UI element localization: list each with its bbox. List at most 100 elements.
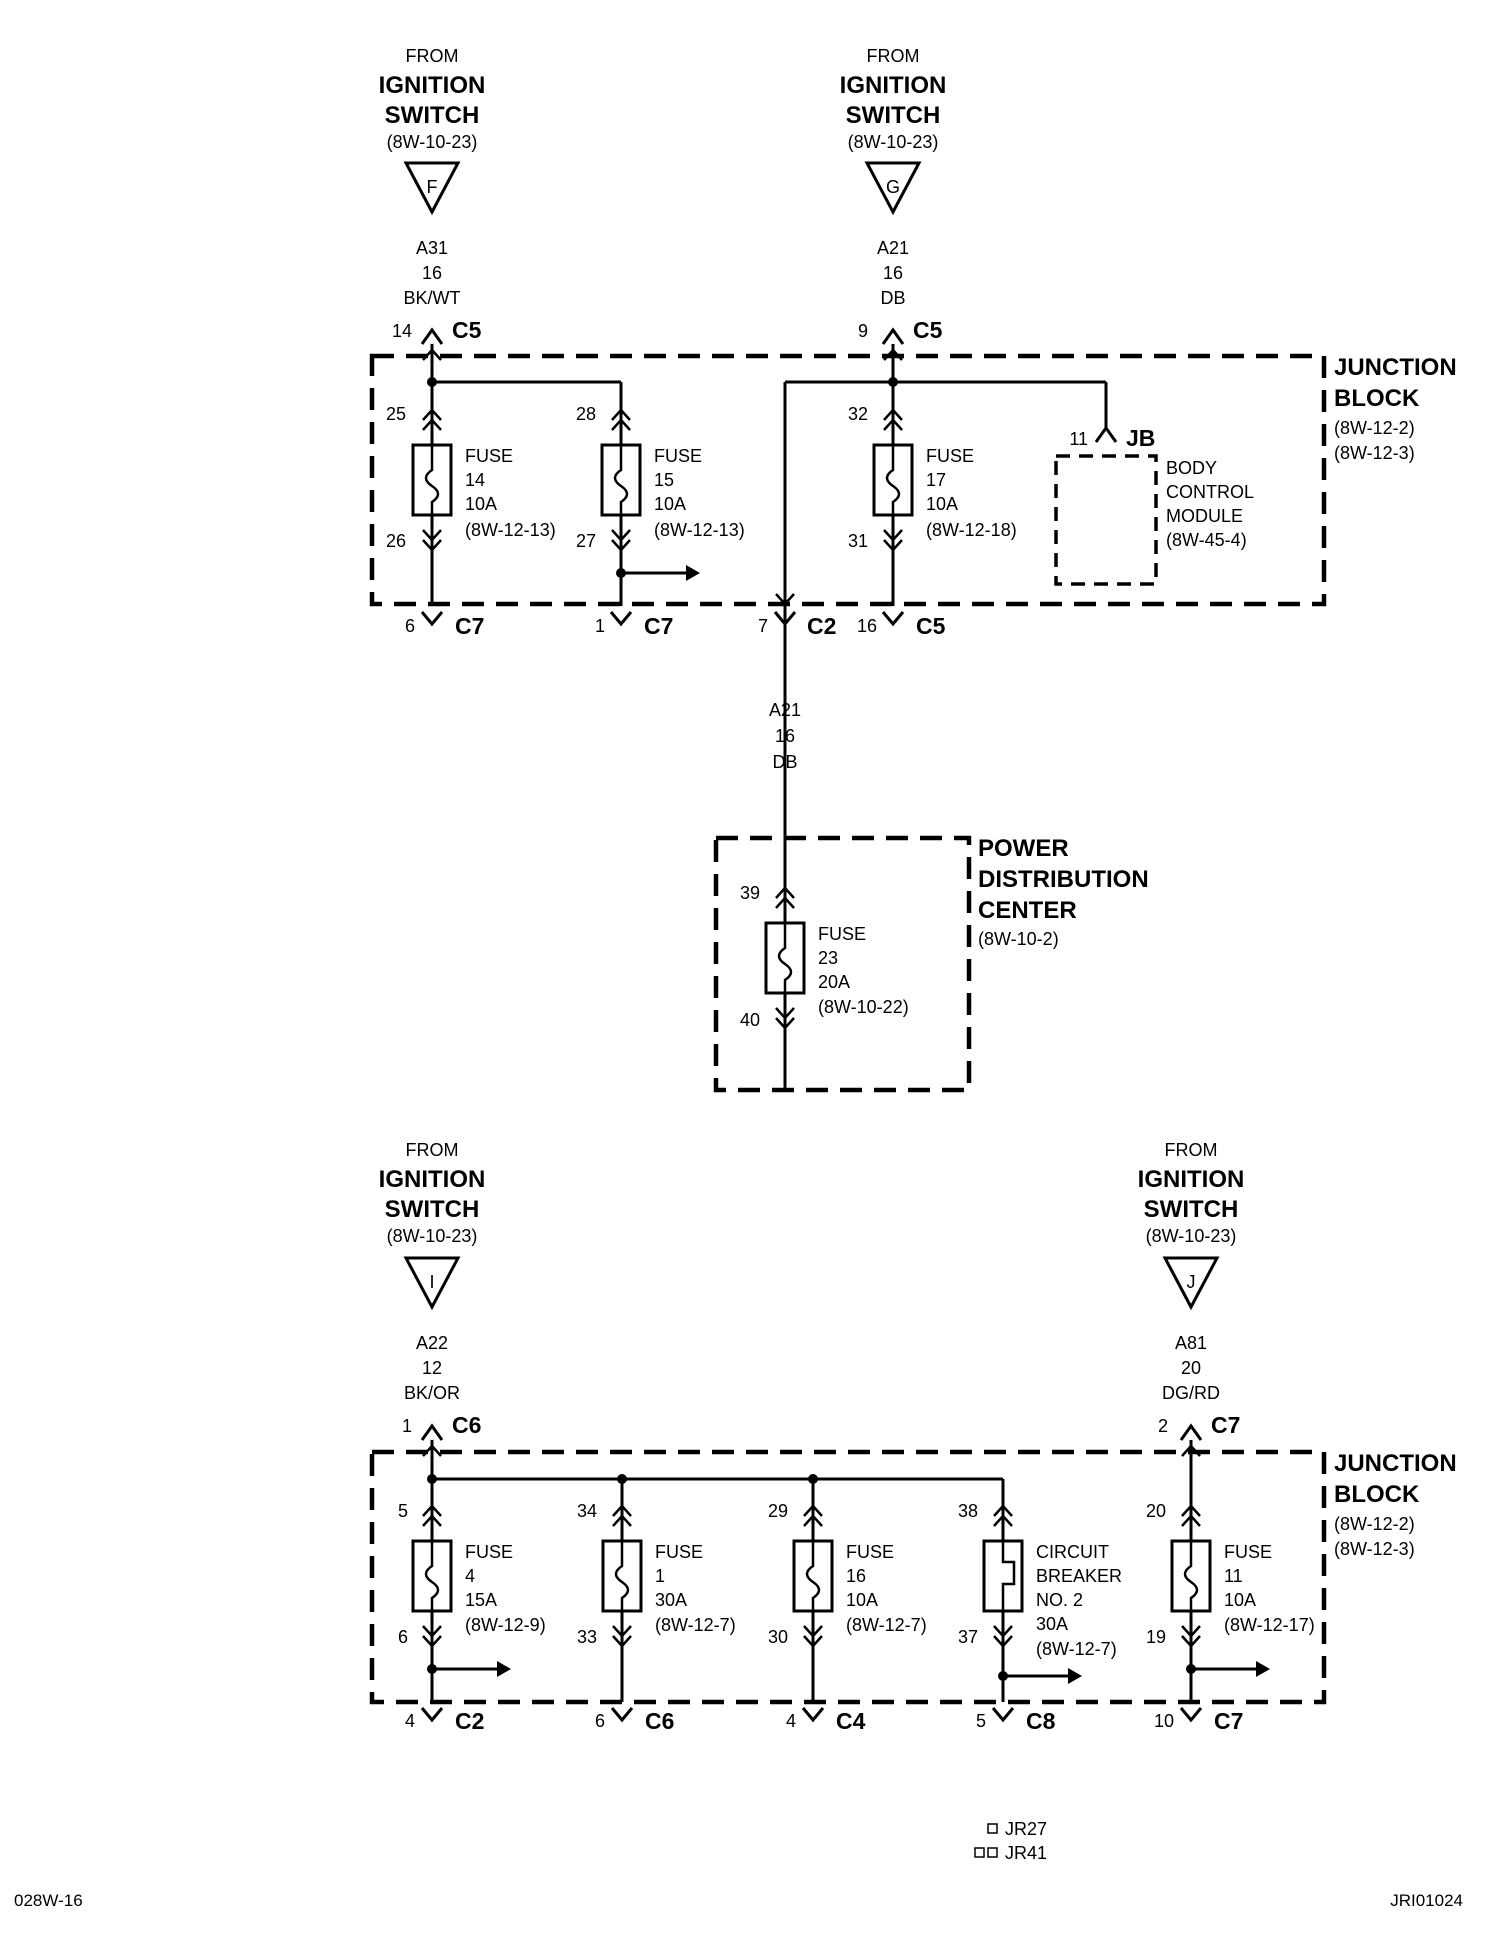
- source-i-line1: IGNITION: [379, 1166, 486, 1193]
- source-ignition-j: FROM IGNITION SWITCH (8W-10-23) J A81 20…: [1138, 1140, 1244, 1441]
- bcm-ref: (8W-45-4): [1166, 530, 1247, 550]
- fuse-11-pin-out: 19: [1146, 1627, 1166, 1647]
- source-i-letter: I: [429, 1272, 434, 1292]
- source-ignition-i: FROM IGNITION SWITCH (8W-10-23) I A22 12…: [379, 1140, 486, 1441]
- source-i-ref: (8W-10-23): [387, 1226, 478, 1246]
- fuse-16-out-conn: C4: [836, 1708, 866, 1734]
- fuse-16-ref: (8W-12-7): [846, 1615, 927, 1635]
- jb-bottom-title2: BLOCK: [1334, 1481, 1420, 1508]
- connector-i-symbol: [420, 1423, 444, 1441]
- bcm-line3: MODULE: [1166, 506, 1243, 526]
- arrow-cb2-branch: [1068, 1668, 1082, 1684]
- fuse-15: 28 27 FUSE 15 10A (8W-12-13) 1 C7: [576, 404, 745, 639]
- source-g-ref: (8W-10-23): [848, 132, 939, 152]
- fuse-17-label: FUSE: [926, 446, 974, 466]
- fuse-16: 29 30 FUSE 16 10A (8W-12-7) 4 C4: [768, 1501, 927, 1734]
- arrow-fuse15-branch: [686, 565, 700, 581]
- fuse-14-out-conn: C7: [455, 613, 484, 639]
- fuse-23-pin-out: 40: [740, 1010, 760, 1030]
- fuse-16-out-connector: [801, 1707, 825, 1723]
- arrow-fuse4-branch: [497, 1661, 511, 1677]
- source-j-line2: SWITCH: [1144, 1196, 1239, 1223]
- fuse-15-pin-in: 28: [576, 404, 596, 424]
- fuse-1-pin-in: 34: [577, 1501, 597, 1521]
- connector-j-symbol: [1179, 1423, 1203, 1441]
- fuse-16-out-pin: 4: [786, 1711, 796, 1731]
- connector-i-pin: 1: [402, 1416, 412, 1436]
- cb2-out-connector: [991, 1707, 1015, 1723]
- source-i-from: FROM: [406, 1140, 459, 1160]
- fuse-4-pin-out: 6: [398, 1627, 408, 1647]
- junction-c2-output: 7 C2 A21 16 DB: [758, 611, 836, 772]
- fuse-16-pin-in: 29: [768, 1501, 788, 1521]
- legend-jr27: JR27: [1005, 1819, 1047, 1839]
- source-g-letter: G: [886, 177, 900, 197]
- source-j-triangle: [1162, 1256, 1220, 1311]
- junction-block-bottom-outline: [369, 1449, 1327, 1705]
- connector-f-symbol: [420, 327, 444, 345]
- fuse-4: 5 6 FUSE 4 15A (8W-12-9) 4 C2: [398, 1501, 546, 1734]
- splice-bottom-3: [808, 1474, 818, 1484]
- connector-g-name: C5: [913, 317, 943, 343]
- pdc-title3: CENTER: [978, 897, 1077, 924]
- fuse-17-out-pin: 16: [857, 616, 877, 636]
- connector-f-name: C5: [452, 317, 482, 343]
- source-f-from: FROM: [406, 46, 459, 66]
- c2-wire-gauge: 16: [775, 726, 795, 746]
- fuse-15-pin-out: 27: [576, 531, 596, 551]
- fuse-4-element: [424, 1541, 440, 1611]
- splice-fuse15-out: [616, 568, 626, 578]
- legend-jr41: JR41: [1005, 1843, 1047, 1863]
- c2-out-conn: C2: [807, 613, 836, 639]
- pdc-ref: (8W-10-2): [978, 929, 1059, 949]
- fuse-4-out-conn: C2: [455, 1708, 484, 1734]
- fuse-15-number: 15: [654, 470, 674, 490]
- fuse-14-amps: 10A: [465, 494, 497, 514]
- cb2-pin-out: 37: [958, 1627, 978, 1647]
- fuse-11-out-pin: 10: [1154, 1711, 1174, 1731]
- jb-bottom-ref1: (8W-12-2): [1334, 1514, 1415, 1534]
- c2-wire-circuit: A21: [769, 700, 801, 720]
- splice-bottom-1: [427, 1474, 437, 1484]
- source-g-triangle: [864, 161, 922, 216]
- circuit-breaker-2: 38 37 CIRCUIT BREAKER NO. 2 30A (8W-12-7…: [958, 1501, 1122, 1734]
- wire-g-gauge: 16: [883, 263, 903, 283]
- cb2-number: BREAKER: [1036, 1566, 1122, 1586]
- source-j-letter: J: [1187, 1272, 1196, 1292]
- c2-wire-color: DB: [772, 752, 797, 772]
- pdc-title2: DISTRIBUTION: [978, 866, 1149, 893]
- legend-square-icon: [974, 1847, 985, 1858]
- wire-i-circuit: A22: [416, 1333, 448, 1353]
- fuse-4-amps: 15A: [465, 1590, 497, 1610]
- connector-g-pin: 9: [858, 321, 868, 341]
- fuse-23-pin-in: 39: [740, 883, 760, 903]
- cb2-element: [1001, 1541, 1016, 1611]
- wire-j-color: DG/RD: [1162, 1383, 1220, 1403]
- fuse-11-out-connector: [1179, 1707, 1203, 1723]
- pdc-label: POWER DISTRIBUTION CENTER (8W-10-2): [978, 835, 1149, 949]
- fuse-15-label: FUSE: [654, 446, 702, 466]
- c2-out-pin: 7: [758, 616, 768, 636]
- wire-f-color: BK/WT: [404, 288, 461, 308]
- source-g-line2: SWITCH: [846, 102, 941, 129]
- fuse-11-number: 11: [1224, 1566, 1243, 1586]
- wire-f-gauge: 16: [422, 263, 442, 283]
- fuse-17-number: 17: [926, 470, 946, 490]
- fuse-1-out-conn: C6: [645, 1708, 674, 1734]
- wire-i-color: BK/OR: [404, 1383, 460, 1403]
- fuse-11-amps: 10A: [1224, 1590, 1256, 1610]
- cb2-no: NO. 2: [1036, 1590, 1083, 1610]
- fuse-14-pin-in: 25: [386, 404, 406, 424]
- bcm-connector: [1094, 425, 1118, 443]
- fuse-17-out-connector: [881, 611, 905, 627]
- cb2-out-pin: 5: [976, 1711, 986, 1731]
- connector-i-name: C6: [452, 1412, 481, 1438]
- cb2-label: CIRCUIT: [1036, 1542, 1109, 1562]
- fuse-1-number: 1: [655, 1566, 665, 1586]
- top-internal-terminals: [422, 348, 903, 606]
- fuse-1-element: [614, 1541, 630, 1611]
- source-i-line2: SWITCH: [385, 1196, 480, 1223]
- jb-top-title1: JUNCTION: [1334, 354, 1457, 381]
- fuse-17-element: [885, 445, 901, 515]
- legend: JR27 JR41: [974, 1819, 1047, 1863]
